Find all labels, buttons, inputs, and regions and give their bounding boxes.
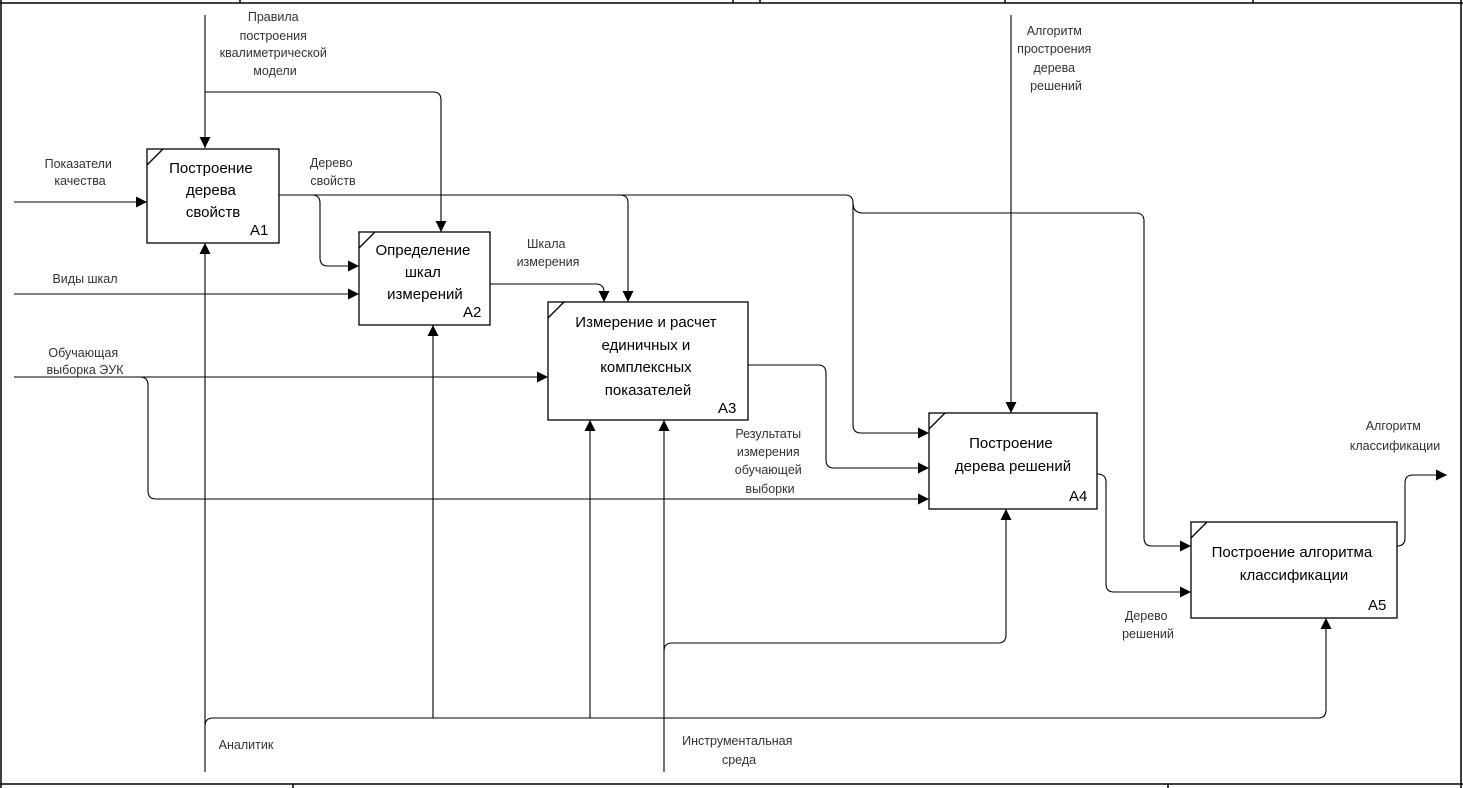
property-tree-a4-arrow <box>852 203 929 439</box>
class-algo-label: Алгоритм классификации <box>1350 419 1440 453</box>
box-a4-title: Построение дерева решений <box>955 435 1071 475</box>
box-a5: Построение алгоритма классификации A5 <box>1190 521 1398 619</box>
results-label: Результаты измерения обучающей выборки <box>735 427 806 496</box>
tree-algo-label: Алгоритм простроения дерева решений <box>1017 24 1095 93</box>
tools-a4-arrow <box>663 509 1012 652</box>
class-algo-arrow <box>1396 469 1447 547</box>
box-a1-number: A1 <box>250 222 268 239</box>
box-a5-title: Построение алгоритма классификации <box>1212 544 1377 584</box>
box-a2-number: A2 <box>463 304 481 321</box>
box-a1: Построение дерева свойств A1 <box>146 148 280 244</box>
scale-arrow <box>490 283 610 302</box>
arrow-labels: Правила построения квалиметрической моде… <box>45 10 1441 767</box>
arrows <box>14 15 1447 772</box>
box-a5-number: A5 <box>1368 597 1386 614</box>
box-a1-title: Построение дерева свойств <box>169 160 257 221</box>
rules-branch-arrow <box>205 91 447 232</box>
property-tree-label: Дерево свойств <box>310 156 356 188</box>
box-a4-number: A4 <box>1069 488 1087 505</box>
scales-label: Виды шкал <box>52 272 117 286</box>
box-a3-title: Измерение и расчет единичных и комплексн… <box>575 314 720 399</box>
analyst-bus-arrow <box>204 709 1327 727</box>
results-arrow <box>748 364 929 474</box>
property-tree-a5-arrow <box>852 202 1191 552</box>
property-tree-arrow <box>279 194 854 204</box>
box-a2-title: Определение шкал измерений <box>375 242 474 303</box>
scale-label: Шкала измерения <box>517 237 580 269</box>
decision-tree-label: Дерево решений <box>1122 609 1174 641</box>
property-tree-a3-arrow <box>619 194 634 302</box>
quality-label: Показатели качества <box>45 157 116 188</box>
rules-label: Правила построения квалиметрической моде… <box>220 10 331 78</box>
box-a3: Измерение и расчет единичных и комплексн… <box>547 301 749 421</box>
box-a4: Построение дерева решений A4 <box>928 412 1098 510</box>
property-tree-a2-arrow <box>311 194 359 272</box>
sample-branch-arrow <box>139 376 929 505</box>
box-a3-number: A3 <box>718 400 736 417</box>
decision-tree-arrow <box>1096 473 1191 598</box>
analyst-label: Аналитик <box>219 738 274 752</box>
sample-label: Обучающая выборка ЭУК <box>46 346 124 377</box>
box-a2: Определение шкал измерений A2 <box>358 231 491 326</box>
tools-label: Инструментальная среда <box>682 734 796 767</box>
